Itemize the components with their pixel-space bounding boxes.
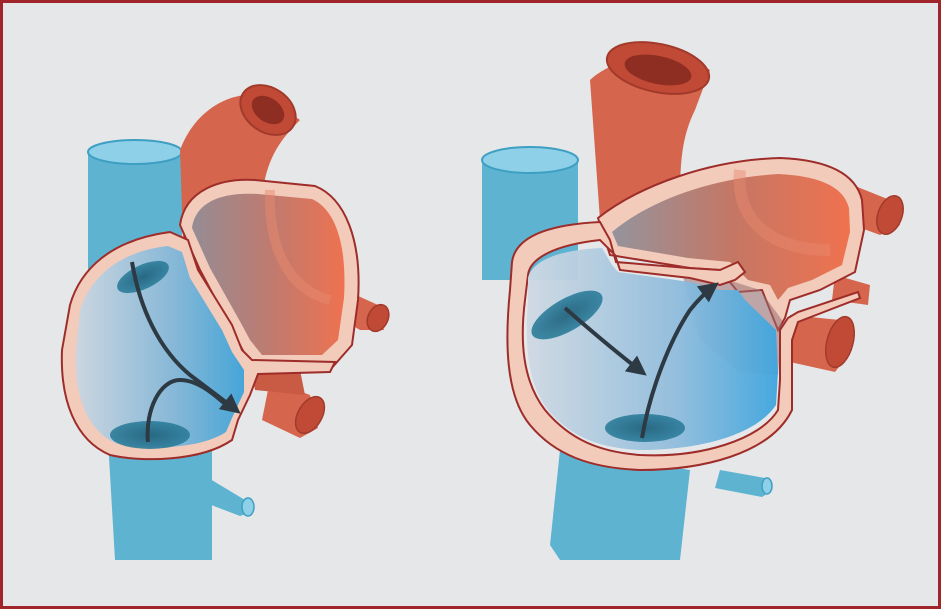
right-heart (482, 34, 908, 560)
vena-cava-opening-icon (88, 140, 182, 164)
small-vein-opening-icon (762, 478, 772, 494)
small-vein-opening-icon (242, 498, 254, 516)
ivc-inlet-icon (110, 421, 190, 449)
left-heart (62, 75, 393, 560)
vena-cava-opening-icon (482, 147, 578, 173)
